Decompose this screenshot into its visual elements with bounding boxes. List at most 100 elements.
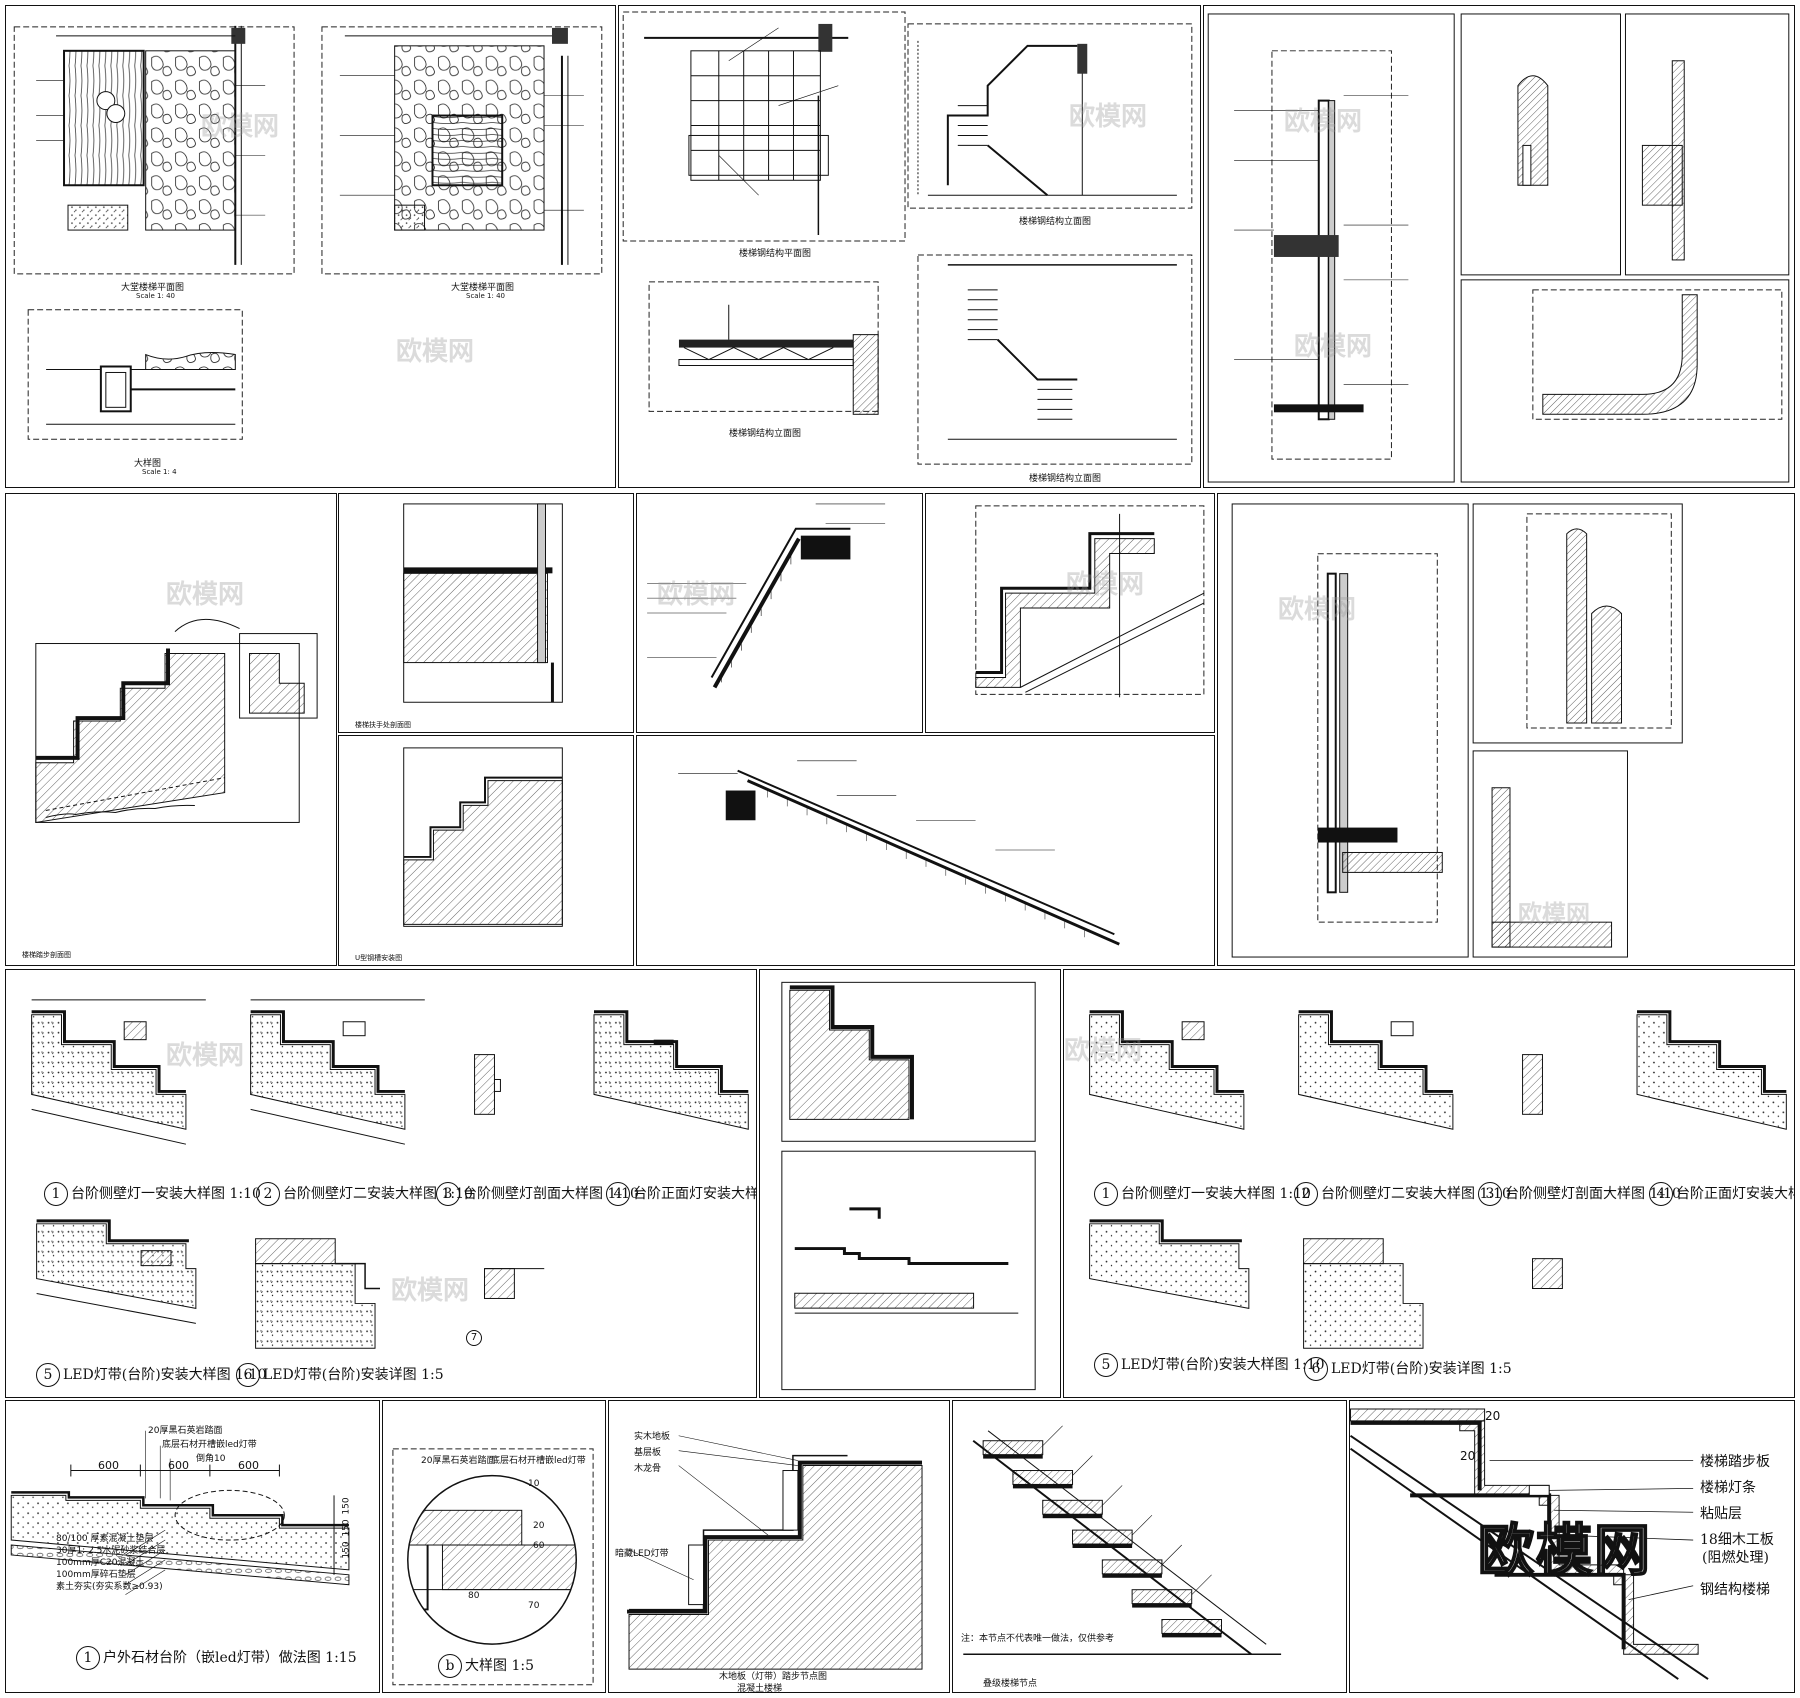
layer-4: 100mm厚碎石垫层 [56, 1570, 136, 1580]
caption-step-section: 楼梯踏步剖面图 [22, 951, 71, 959]
step-detail-1 [31, 999, 206, 1145]
caption-lights-b4: 4台阶正面灯安装大样图 1:10 [1649, 1182, 1794, 1206]
handrail-elev-1-drawing [647, 503, 886, 689]
dim-20: 20 [533, 1521, 545, 1531]
sheet-handrail-details-1: 欧模网 欧模网 [1203, 5, 1795, 488]
detail-number-4: 4 [606, 1182, 630, 1206]
label-blockboard: 18细木工板 [1700, 1532, 1774, 1548]
detail-number-5: 5 [1094, 1353, 1118, 1377]
steel-stair-wood-step-drawing [1350, 1408, 1709, 1680]
label-light-strip: 楼梯灯条 [1700, 1480, 1756, 1496]
caption-steel-elev-1: 楼梯钢结构立面图 [1019, 217, 1092, 227]
detail-number-1: 1 [44, 1182, 68, 1206]
note-chamfer: 倒角10 [196, 1454, 226, 1464]
sheet-details-middle [759, 969, 1061, 1398]
note-solid-wood: 实木地板 [634, 1432, 671, 1442]
caption-concrete-stair: 混凝土楼梯 [737, 1684, 783, 1693]
step-detail-4 [593, 1010, 749, 1130]
dim-20-b: 20 [1460, 1449, 1476, 1463]
step-detail-b5 [1089, 1219, 1250, 1310]
dim-60: 60 [533, 1541, 545, 1551]
dim-20-a: 20 [1485, 1409, 1501, 1423]
dim-150-2: 150 [341, 1519, 352, 1537]
dim-600-3: 600 [238, 1459, 259, 1472]
layer-5: 素土夯实(夯实系数≥0.93) [56, 1582, 163, 1592]
note-hidden-led: 暗藏LED灯带 [615, 1549, 669, 1559]
caption-steel-section: 楼梯钢结构立面图 [729, 429, 802, 439]
stair-section-2-drawing [975, 505, 1205, 698]
sheet-handrail-elev-1: 欧模网 [636, 493, 923, 733]
caption-handrail-section: 楼梯扶手处剖面图 [355, 721, 411, 729]
step-detail-b7 [1532, 1258, 1563, 1290]
sheet-lobby-stair-plan: 大堂楼梯平面图 Scale 1: 40 大堂楼梯平面图 Scale 1: 40 … [5, 5, 616, 488]
outdoor-stone-steps-drawing [10, 1430, 350, 1595]
handrail-details-drawing-1 [1207, 13, 1790, 483]
note-stone-surface: 20厚黑石英岩踏面 [148, 1426, 223, 1436]
label-steel-stair: 钢结构楼梯 [1700, 1582, 1770, 1598]
detail-number-3: 3 [436, 1182, 460, 1206]
scale-detail: Scale 1: 4 [142, 468, 177, 476]
step-detail-b1 [1089, 1010, 1245, 1130]
step-detail-5 [36, 1219, 197, 1324]
enlarged-detail-drawing [392, 1448, 594, 1686]
detail-number-6: 6 [236, 1363, 260, 1387]
lobby-stair-plan-drawing [13, 25, 603, 440]
sheet-steel-structure: 楼梯钢结构平面图 楼梯钢结构立面图 楼梯钢结构立面图 楼梯钢结构立面图 欧模网 [618, 5, 1201, 488]
layer-2: 30厚1: 2.5水泥砂浆结合层 [56, 1546, 166, 1556]
note-wood-keel: 木龙骨 [634, 1464, 662, 1474]
sheet-stacked-stair-node: 注：本节点不代表唯一做法，仅供参考 叠级楼梯节点 [952, 1400, 1347, 1693]
detail-number-3: 3 [1478, 1182, 1502, 1206]
step-detail-b6 [1303, 1238, 1424, 1349]
caption-u-channel: U型钢槽安装图 [355, 954, 403, 962]
detail-number-1: 1 [1094, 1182, 1118, 1206]
handrail-section-drawing [403, 503, 563, 703]
wood-floor-step-drawing [627, 1435, 923, 1670]
caption-lights-7: 7 [466, 1330, 485, 1346]
label-fire-retardant: (阻燃处理) [1702, 1550, 1769, 1566]
sheet-stair-section-2: 欧模网 [925, 493, 1215, 733]
sheet-steel-stair-wood-step: 20 20 楼梯踏步板 楼梯灯条 粘贴层 18细木工板 (阻燃处理) 钢结构楼梯… [1349, 1400, 1795, 1693]
dim-600-1: 600 [98, 1459, 119, 1472]
layer-1: 80/100 厚素混凝土垫层 [56, 1534, 154, 1544]
step-detail-7 [484, 1268, 545, 1299]
detail-number-4: 4 [1649, 1182, 1673, 1206]
step-lights-a-drawing [31, 999, 749, 1349]
caption-steel-elev-2: 楼梯钢结构立面图 [1029, 474, 1102, 484]
sheet-handrail-details-2: 欧模网 欧模网 [1217, 493, 1795, 966]
sheet-u-channel: U型钢槽安装图 [338, 735, 634, 966]
caption-stacked-stair: 叠级楼梯节点 [983, 1679, 1038, 1689]
step-detail-b2 [1298, 1010, 1454, 1130]
caption-plan-1: 大堂楼梯平面图 [121, 283, 185, 293]
detail-number-6: 6 [1304, 1357, 1328, 1381]
step-detail-2 [250, 999, 425, 1145]
step-detail-b4 [1636, 1010, 1787, 1130]
detail-number-7: 7 [466, 1330, 482, 1346]
handrail-elev-2-drawing [678, 760, 1120, 946]
dim-600-2: 600 [168, 1459, 189, 1472]
caption-wood-step: 木地板（灯带）踏步节点图 [719, 1672, 828, 1682]
detail-number-b: b [438, 1654, 462, 1678]
sheet-handrail-elev-2 [636, 735, 1215, 966]
sheet-wood-floor-step: 实木地板 基层板 木龙骨 暗藏LED灯带 木地板（灯带）踏步节点图 混凝土楼梯 [608, 1400, 950, 1693]
step-lights-b-drawing [1089, 1010, 1787, 1349]
dim-150-1: 150 [341, 1497, 352, 1515]
sheet-outdoor-stone-steps: 600 600 600 150 150 150 20厚黑石英岩踏面 底层石材开槽… [5, 1400, 380, 1693]
label-adhesive-layer: 粘贴层 [1700, 1506, 1742, 1522]
watermark-large: 欧模网 [1477, 1518, 1652, 1585]
detail-number-1: 1 [76, 1646, 100, 1670]
step-detail-6 [255, 1238, 381, 1349]
dim-80: 80 [468, 1591, 480, 1601]
detail-number-2: 2 [256, 1182, 280, 1206]
note-reference-only: 注：本节点不代表唯一做法，仅供参考 [961, 1634, 1115, 1644]
note-led-groove: 底层石材开槽嵌led灯带 [162, 1440, 257, 1450]
